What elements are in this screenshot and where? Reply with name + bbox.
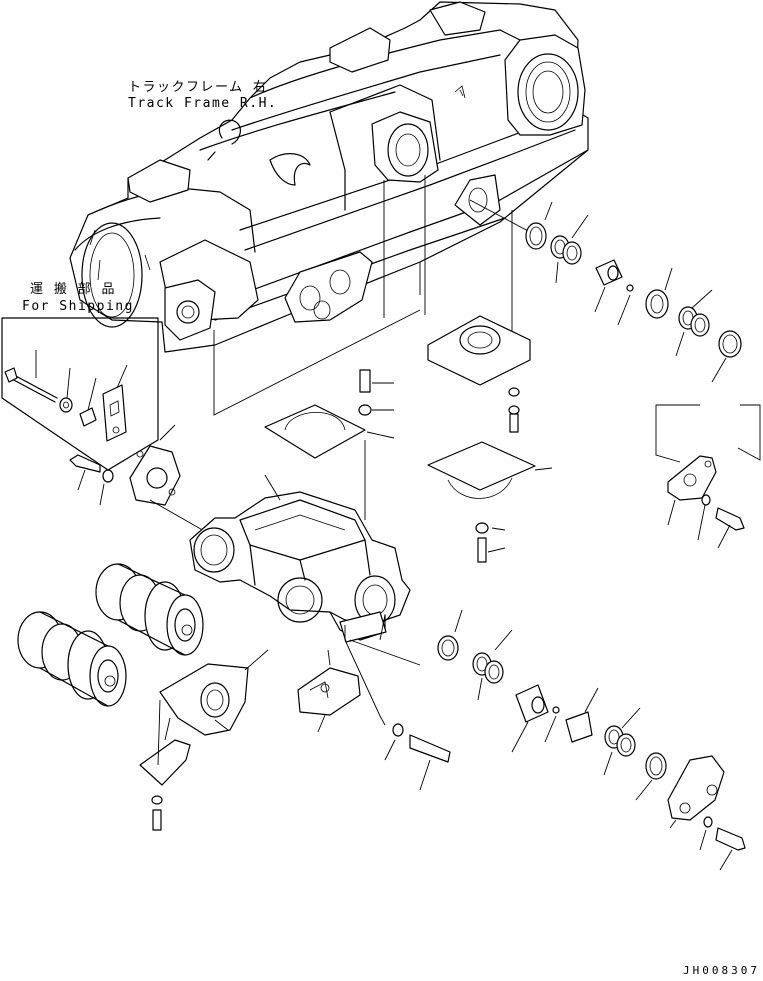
left-cover-plate — [264, 369, 395, 520]
track-roller-rear — [95, 563, 204, 656]
track-frame-label-en: Track Frame R.H. — [128, 96, 278, 111]
track-frame — [69, 1, 589, 353]
lower-cover-plate — [667, 755, 746, 871]
bogie-assembly — [189, 474, 421, 726]
left-flange-plate — [69, 424, 221, 541]
side-link — [139, 649, 269, 831]
lower-bushing-stack — [437, 609, 667, 801]
shipping-label-jp: 運 搬 部 品 — [30, 282, 116, 297]
track-roller-front — [17, 611, 127, 707]
drawing-code: JH008307 — [683, 964, 760, 977]
shipping-label-en: For Shipping — [22, 299, 134, 314]
lower-pin-bolt — [384, 723, 451, 791]
upper-seat-plate — [427, 315, 553, 563]
track-frame-label-jp: トラックフレーム 右 — [128, 80, 268, 95]
rear-cover-plate — [655, 404, 761, 549]
guard-block — [297, 649, 361, 733]
upper-bushing-stack — [525, 201, 742, 383]
shipping-parts-box — [1, 317, 159, 471]
